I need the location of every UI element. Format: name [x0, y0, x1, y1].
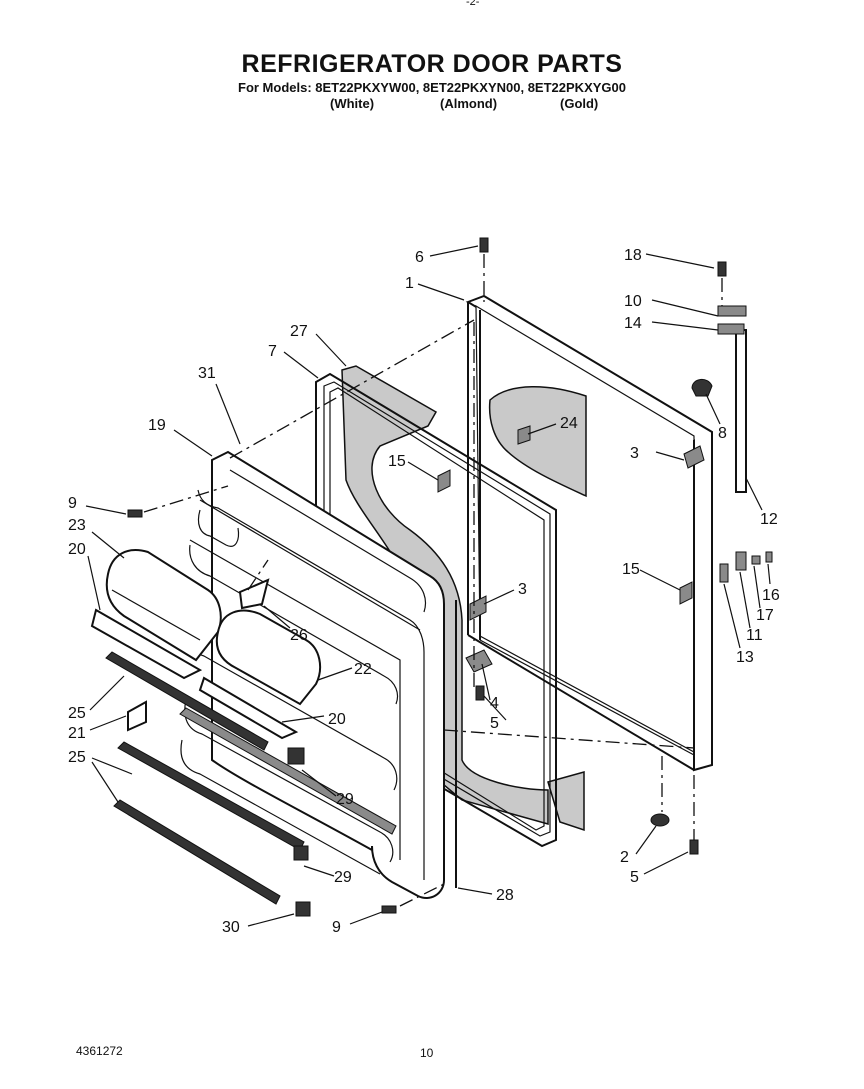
door-closer-cam: [691, 379, 713, 397]
hinge-pin-bushing-right: [679, 581, 693, 605]
hinge-bracket-top: [683, 445, 705, 469]
callout-29-lower: 29: [334, 869, 352, 886]
model-color-gold: (Gold): [560, 96, 599, 111]
leader-arrows: [85, 245, 771, 927]
callout-8: 7: [268, 343, 277, 360]
callout-5-inner: 5: [490, 715, 499, 732]
callout-2: 2: [620, 849, 629, 866]
callout-23: 23: [68, 517, 86, 534]
shelf-end-cap-lower: [295, 901, 311, 917]
liner-flap: [238, 578, 270, 610]
screw-liner-bottom: [381, 905, 397, 914]
model-color-white: (White): [330, 96, 375, 111]
leveling-glide: [650, 813, 670, 827]
screw-hinge-top: [717, 261, 727, 277]
callout-13: 13: [736, 649, 754, 666]
callout-12: 12: [760, 511, 778, 528]
callout-4: 4: [490, 695, 499, 712]
inner-door-liner: [180, 450, 445, 899]
hinge-cover: [717, 305, 747, 493]
screw-bottom-right: [689, 839, 699, 855]
callout-17: 17: [756, 607, 774, 624]
callout-22: 22: [354, 661, 372, 678]
callout-24: 24: [560, 415, 578, 432]
callout-30: 30: [222, 919, 240, 936]
page-top-mark: -2-: [466, 0, 480, 8]
callout-5-bottom: 5: [630, 869, 639, 886]
callout-16: 18: [624, 247, 642, 264]
trim-strip-upper: [105, 651, 269, 751]
outer-door-panel: [465, 294, 713, 832]
callout-labels: 6 1 27 7 31 19 9 23 20 25 21 25 26 22 20…: [68, 247, 780, 936]
callout-25-lower: 25: [68, 749, 86, 766]
callout-25-upper: 25: [68, 705, 86, 722]
alignment-lines: [143, 254, 723, 907]
door-shelf-bin-upper: [90, 608, 203, 680]
callout-11: 11: [746, 627, 763, 644]
butter-bin: [215, 609, 322, 706]
callout-28: 28: [496, 887, 514, 904]
door-stop-bracket: [517, 425, 531, 445]
callout-3-inner: 3: [518, 581, 527, 598]
bottom-hinge-plate: [465, 649, 493, 673]
trim-strip-middle: [117, 741, 305, 851]
callout-1: 1: [405, 275, 414, 292]
screw-hinge-bottom: [475, 685, 485, 701]
callout-31: 31: [198, 365, 216, 382]
hinge-pin-bushing-upper: [437, 469, 451, 493]
callout-29-upper: 29: [336, 791, 354, 808]
page-number: 10: [420, 1046, 434, 1060]
door-shelf-bin-lower: [198, 676, 299, 740]
screw-top: [479, 237, 489, 253]
callout-20-right: 20: [328, 711, 346, 728]
callout-21: 21: [68, 725, 86, 742]
callout-18: 16: [762, 587, 780, 604]
page-title: REFRIGERATOR DOOR PARTS: [241, 50, 623, 78]
screw-liner-left: [127, 509, 143, 518]
dairy-door-bin: [105, 549, 222, 662]
callout-19: 19: [148, 417, 166, 434]
bin-retainer-bracket: [127, 700, 147, 732]
callout-15-right: 15: [622, 561, 640, 578]
callout-26: 26: [290, 627, 308, 644]
callout-9-left: 9: [68, 495, 77, 512]
callout-3-right: 3: [630, 445, 639, 462]
callout-20-left: 20: [68, 541, 86, 558]
callout-6: 6: [415, 249, 424, 266]
callout-7: 8: [718, 425, 727, 442]
models-line: For Models: 8ET22PKXYW00, 8ET22PKXYN00, …: [238, 80, 626, 95]
callout-15-left: 15: [388, 453, 406, 470]
callout-9-bottom: 9: [332, 919, 341, 936]
callout-14: 14: [624, 315, 642, 332]
model-color-almond: (Almond): [440, 96, 498, 111]
shelf-end-cap-upper: [287, 747, 305, 765]
shelf-end-cap-middle: [293, 845, 309, 861]
document-number: 4361272: [76, 1044, 123, 1058]
handle-mount-parts: [719, 551, 773, 583]
callout-27: 27: [290, 323, 308, 340]
callout-10: 10: [624, 293, 642, 310]
shelf-rail-upper: [179, 707, 397, 835]
